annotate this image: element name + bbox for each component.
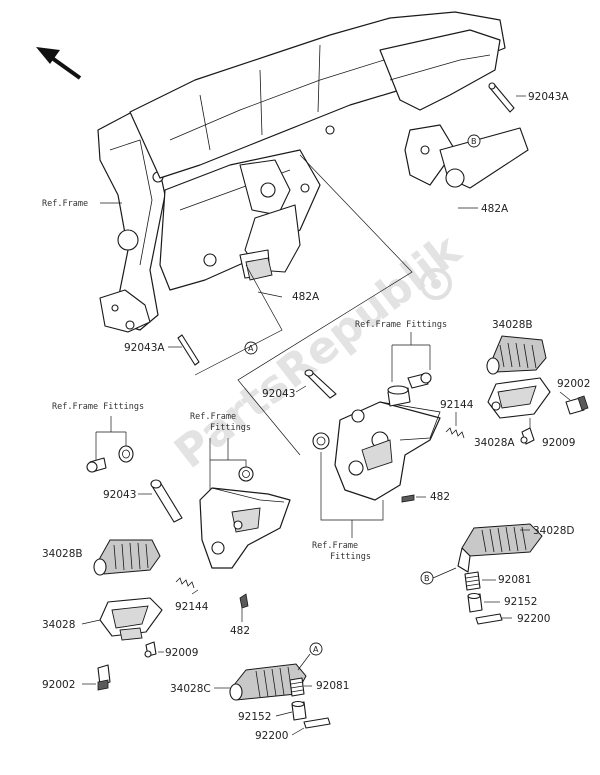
footpeg-34028D bbox=[457, 523, 543, 573]
label-92043-right: 92043 bbox=[262, 388, 295, 400]
label-ref-frame-fittings-bottom-2: Fittings bbox=[330, 552, 371, 562]
label-ref-frame-fittings-mid-1: Ref.Frame bbox=[190, 412, 236, 422]
spring-92081-right bbox=[464, 571, 481, 591]
footpeg-rubber-34028B-left bbox=[93, 539, 161, 576]
bolt-92002-right bbox=[565, 395, 589, 415]
label-ref-frame-fittings-top: Ref.Frame Fittings bbox=[355, 320, 447, 330]
footpeg-rubber-34028B-right bbox=[486, 335, 547, 375]
bushing-right bbox=[387, 385, 411, 407]
label-34028D: 34028D bbox=[533, 525, 575, 537]
label-ref-frame-fittings-bottom-1: Ref.Frame bbox=[312, 541, 358, 551]
spring-92081-bottom bbox=[289, 677, 305, 697]
label-92043-left: 92043 bbox=[103, 489, 136, 501]
label-34028C: 34028C bbox=[170, 683, 211, 695]
callout-a-frame-text: A bbox=[248, 344, 254, 353]
label-92009-right: 92009 bbox=[542, 437, 575, 449]
left-footrest-bracket bbox=[199, 487, 291, 569]
label-92144-right: 92144 bbox=[440, 399, 474, 411]
clip-482-left bbox=[239, 593, 249, 609]
label-92009-left: 92009 bbox=[165, 647, 198, 659]
watermark-gear-icon bbox=[420, 268, 452, 300]
bolt-right bbox=[407, 372, 432, 389]
callout-b-footpeg: B bbox=[420, 571, 434, 585]
label-92144-left: 92144 bbox=[175, 601, 209, 613]
bolt-92002-left bbox=[97, 664, 111, 691]
label-92002-right: 92002 bbox=[557, 378, 590, 390]
label-92043A-top: 92043A bbox=[528, 91, 569, 103]
pin-92152-right bbox=[467, 592, 483, 613]
label-482A-mid: 482A bbox=[292, 291, 320, 303]
footpeg-bracket-34028A bbox=[487, 377, 551, 419]
label-34028A: 34028A bbox=[474, 437, 515, 449]
pin-92152-bottom bbox=[291, 700, 307, 721]
pin-92043A-left bbox=[177, 334, 200, 366]
collar-right bbox=[312, 432, 330, 450]
label-482-right: 482 bbox=[430, 491, 450, 503]
bolt-92009-right bbox=[520, 427, 535, 445]
washer-92200-bottom bbox=[303, 717, 331, 729]
label-92200-bottom: 92200 bbox=[255, 730, 288, 742]
footpeg-bracket-34028 bbox=[99, 597, 163, 641]
label-ref-frame: Ref.Frame bbox=[42, 199, 88, 209]
clip-482-right bbox=[401, 494, 415, 503]
label-92002-left: 92002 bbox=[42, 679, 75, 691]
callout-a-frame: A bbox=[244, 341, 258, 355]
callout-b-frame: B bbox=[467, 134, 481, 148]
callout-b-frame-text: B bbox=[471, 137, 477, 146]
callout-a-footpeg-text: A bbox=[313, 645, 319, 654]
label-92152-right: 92152 bbox=[504, 596, 537, 608]
collar-mid-fitting bbox=[238, 466, 254, 482]
right-footrest-bracket bbox=[334, 401, 441, 501]
label-92043A-left: 92043A bbox=[124, 342, 165, 354]
label-482A-right: 482A bbox=[481, 203, 509, 215]
label-92152-bottom: 92152 bbox=[238, 711, 271, 723]
front-direction-arrow-icon bbox=[36, 47, 82, 80]
label-ref-frame-fittings-mid-2: Fittings bbox=[210, 423, 251, 433]
bolt-92009-left bbox=[144, 641, 157, 658]
pin-92043-right bbox=[304, 369, 337, 399]
spring-92144-right bbox=[445, 427, 465, 439]
label-34028B-left: 34028B bbox=[42, 548, 83, 560]
frame-assembly bbox=[97, 11, 529, 333]
footpeg-34028C bbox=[229, 663, 307, 701]
label-34028: 34028 bbox=[42, 619, 75, 631]
collar-left-fitting bbox=[118, 445, 134, 463]
label-34028B-right: 34028B bbox=[492, 319, 533, 331]
bolt-left-fitting bbox=[86, 457, 107, 473]
washer-92200-right bbox=[475, 613, 503, 625]
label-92200-right: 92200 bbox=[517, 613, 550, 625]
label-92081-right: 92081 bbox=[498, 574, 531, 586]
pin-92043A-top bbox=[488, 82, 515, 113]
label-482-left: 482 bbox=[230, 625, 250, 637]
label-92081-bottom: 92081 bbox=[316, 680, 349, 692]
spring-92144-left bbox=[175, 577, 195, 589]
callout-b-footpeg-text: B bbox=[424, 574, 430, 583]
pin-92043-left bbox=[150, 479, 183, 523]
label-ref-frame-fittings-left: Ref.Frame Fittings bbox=[52, 402, 144, 412]
callout-a-footpeg: A bbox=[309, 642, 323, 656]
